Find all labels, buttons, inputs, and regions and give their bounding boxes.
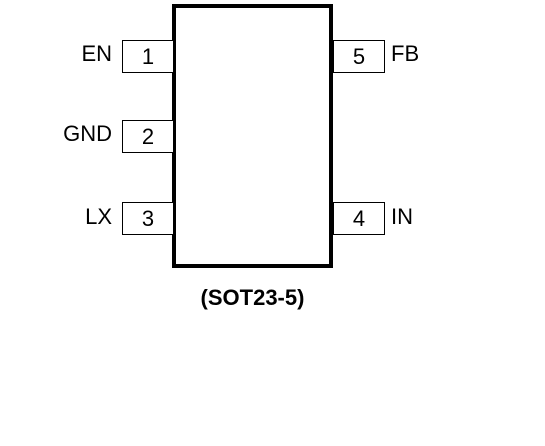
pin-box-5: 5 — [333, 40, 385, 73]
package-body — [172, 4, 333, 268]
pin-number-1: 1 — [141, 43, 155, 69]
pin-label-en: EN — [81, 41, 112, 66]
pin-number-5: 5 — [352, 43, 366, 69]
pin-number-2: 2 — [141, 123, 155, 149]
pin-box-1: 1 — [122, 40, 174, 73]
package-name: (SOT23-5) — [200, 285, 305, 310]
pin-label-fb: FB — [391, 41, 420, 66]
pin-box-4: 4 — [333, 202, 385, 235]
pin-number-4: 4 — [352, 205, 366, 231]
pin-box-2: 2 — [122, 120, 174, 153]
pin-box-3: 3 — [122, 202, 174, 235]
pin-label-gnd: GND — [63, 121, 112, 146]
pin-label-in: IN — [391, 204, 413, 229]
pin-label-lx: LX — [85, 204, 112, 229]
pin-number-3: 3 — [141, 205, 155, 231]
